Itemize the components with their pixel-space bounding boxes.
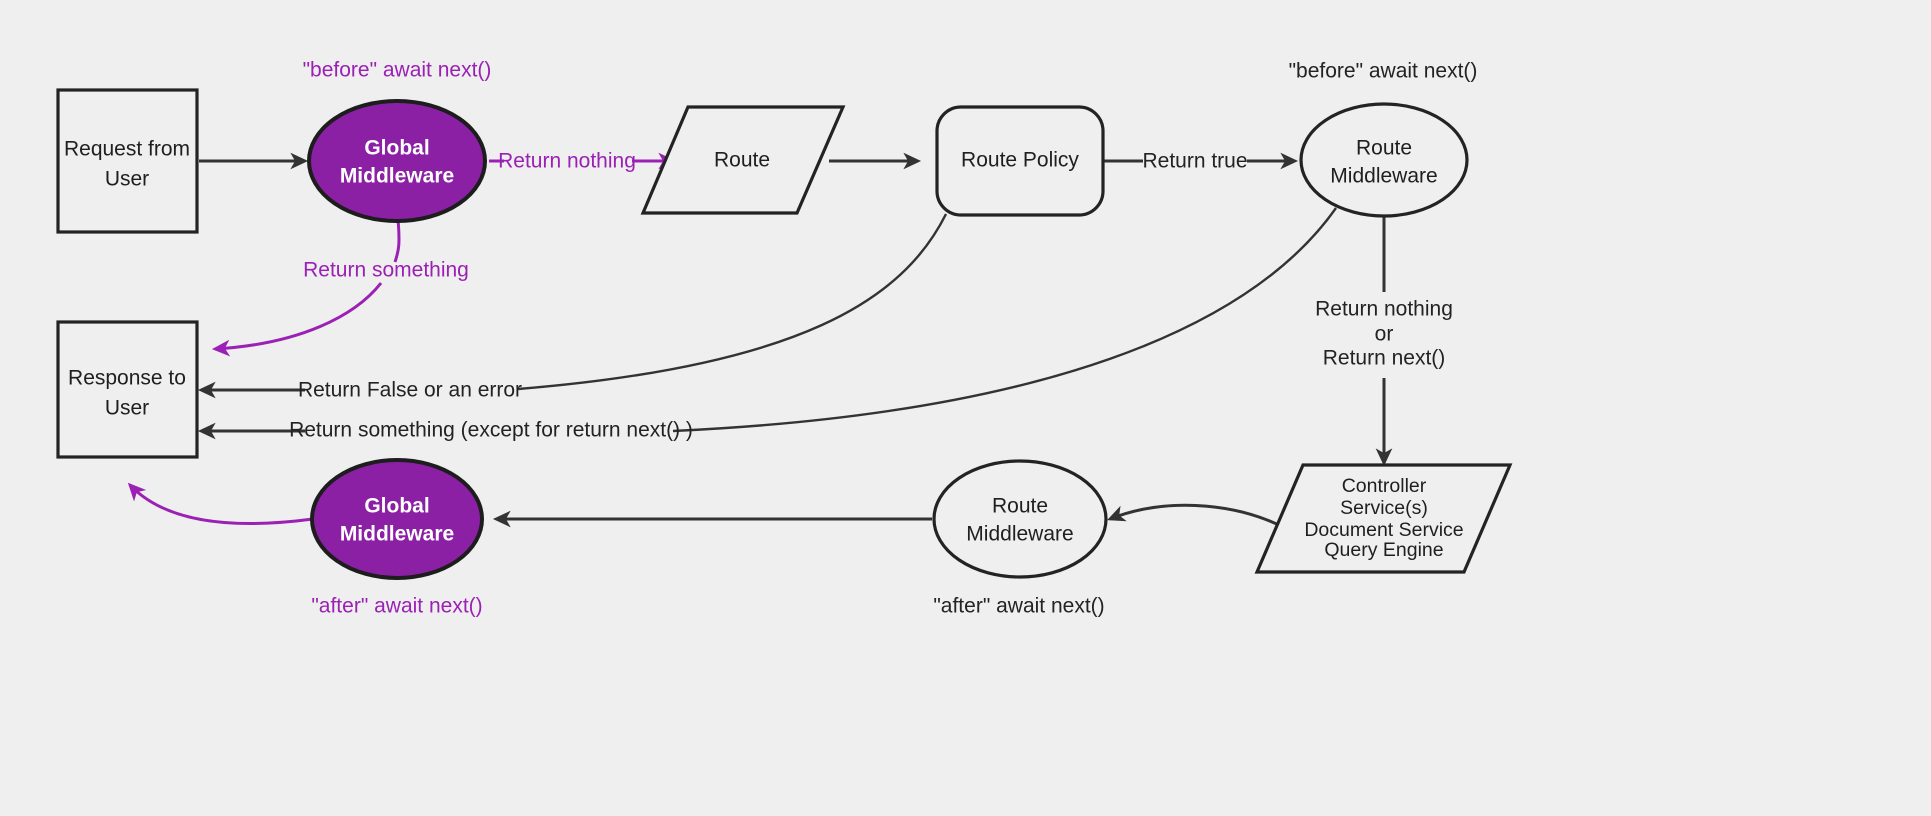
node-global-middleware-bottom-line1: Global (364, 495, 429, 518)
label-return-something: Return something (303, 259, 469, 282)
node-route[interactable] (640, 105, 846, 215)
node-global-middleware-top-line1: Global (364, 137, 429, 160)
label-return-something-except: Return something (except for return next… (289, 419, 693, 442)
label-return-false-or-error: Return False or an error (298, 379, 522, 402)
edge-global-middleware-to-response (393, 218, 401, 263)
edge-global-middleware-to-response-arrow (211, 282, 383, 357)
node-route-middleware-bottom[interactable] (932, 459, 1108, 579)
label-after-await-next-global: "after" await next() (311, 595, 482, 618)
label-return-true: Return true (1142, 150, 1247, 173)
node-controller-services[interactable] (1254, 463, 1513, 574)
edge-route-middleware-to-response-curve (672, 207, 1337, 433)
node-controller-line2: Service(s) (1340, 497, 1428, 519)
node-route-middleware-top[interactable] (1299, 102, 1469, 218)
node-controller-line3: Document Service (1304, 519, 1463, 541)
edge-global-middleware-bottom-to-response (127, 482, 314, 526)
node-route-middleware-top-line1: Route (1356, 137, 1412, 160)
label-return-nothing-or-next-line2: or (1375, 323, 1394, 346)
node-request-from-user[interactable] (56, 88, 199, 234)
node-route-middleware-bottom-line2: Middleware (966, 523, 1073, 546)
node-global-middleware-top[interactable] (307, 99, 487, 223)
node-route-label: Route (714, 149, 770, 172)
label-after-await-next-route: "after" await next() (933, 595, 1104, 618)
node-request-from-user-line2: User (105, 168, 149, 191)
node-response-to-user-line2: User (105, 397, 149, 420)
node-route-middleware-top-line2: Middleware (1330, 165, 1437, 188)
node-route-policy[interactable] (935, 105, 1105, 217)
label-return-nothing: Return nothing (498, 150, 636, 173)
edge-route-policy-to-response-curve (517, 213, 948, 391)
node-response-to-user[interactable] (56, 320, 199, 459)
node-global-middleware-bottom-line2: Middleware (340, 523, 454, 546)
node-controller-line1: Controller (1342, 475, 1427, 497)
node-response-to-user-line1: Response to (68, 367, 186, 390)
node-request-from-user-line1: Request from (64, 138, 190, 161)
label-return-nothing-or-next-line1: Return nothing (1315, 298, 1453, 321)
label-before-await-next-global: "before" await next() (303, 59, 492, 82)
node-global-middleware-bottom[interactable] (310, 458, 484, 580)
label-return-nothing-or-next-line3: Return next() (1323, 347, 1446, 370)
node-route-middleware-bottom-line1: Route (992, 495, 1048, 518)
node-controller-line4: Query Engine (1324, 539, 1443, 561)
label-before-await-next-route: "before" await next() (1289, 60, 1478, 83)
node-global-middleware-top-line2: Middleware (340, 165, 454, 188)
edge-controller-to-route-middleware-bottom (1107, 503, 1286, 530)
node-route-policy-label: Route Policy (961, 149, 1079, 172)
